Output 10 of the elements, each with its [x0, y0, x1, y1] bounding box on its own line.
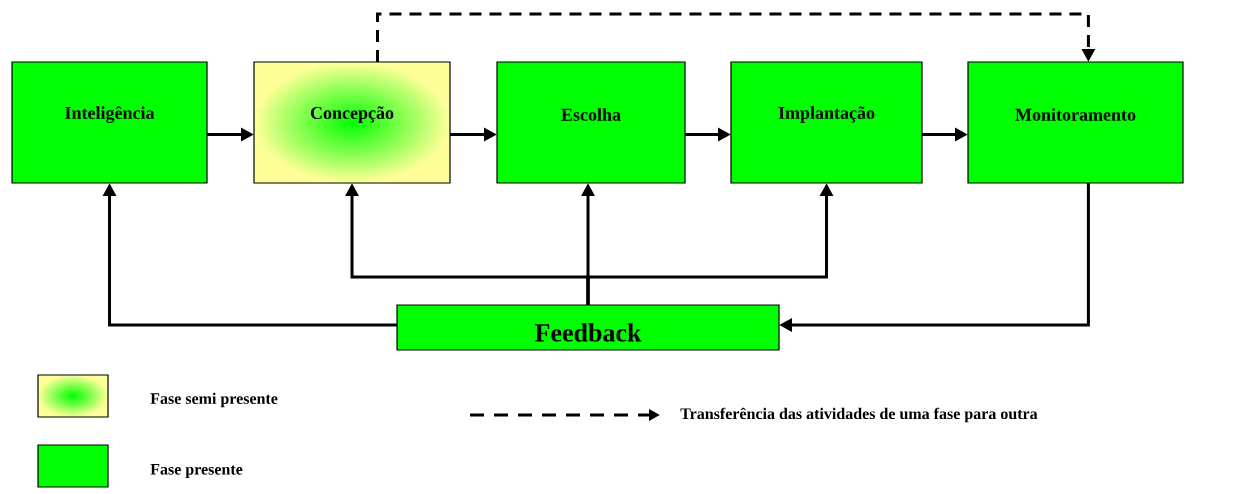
process-box: Concepção [253, 61, 451, 184]
process-box: Inteligência [11, 61, 208, 184]
process-box: Implantação [730, 61, 923, 184]
legend-label: Transferência das atividades de uma fase para outra [680, 407, 1038, 423]
legend-label: Fase semi presente [150, 392, 278, 408]
arrow [376, 12, 1096, 62]
process-box: Escolha [496, 61, 686, 184]
legend-label: Fase presente [150, 464, 243, 478]
process-box: Monitoramento [967, 61, 1184, 184]
process-box: Feedback [396, 304, 780, 351]
